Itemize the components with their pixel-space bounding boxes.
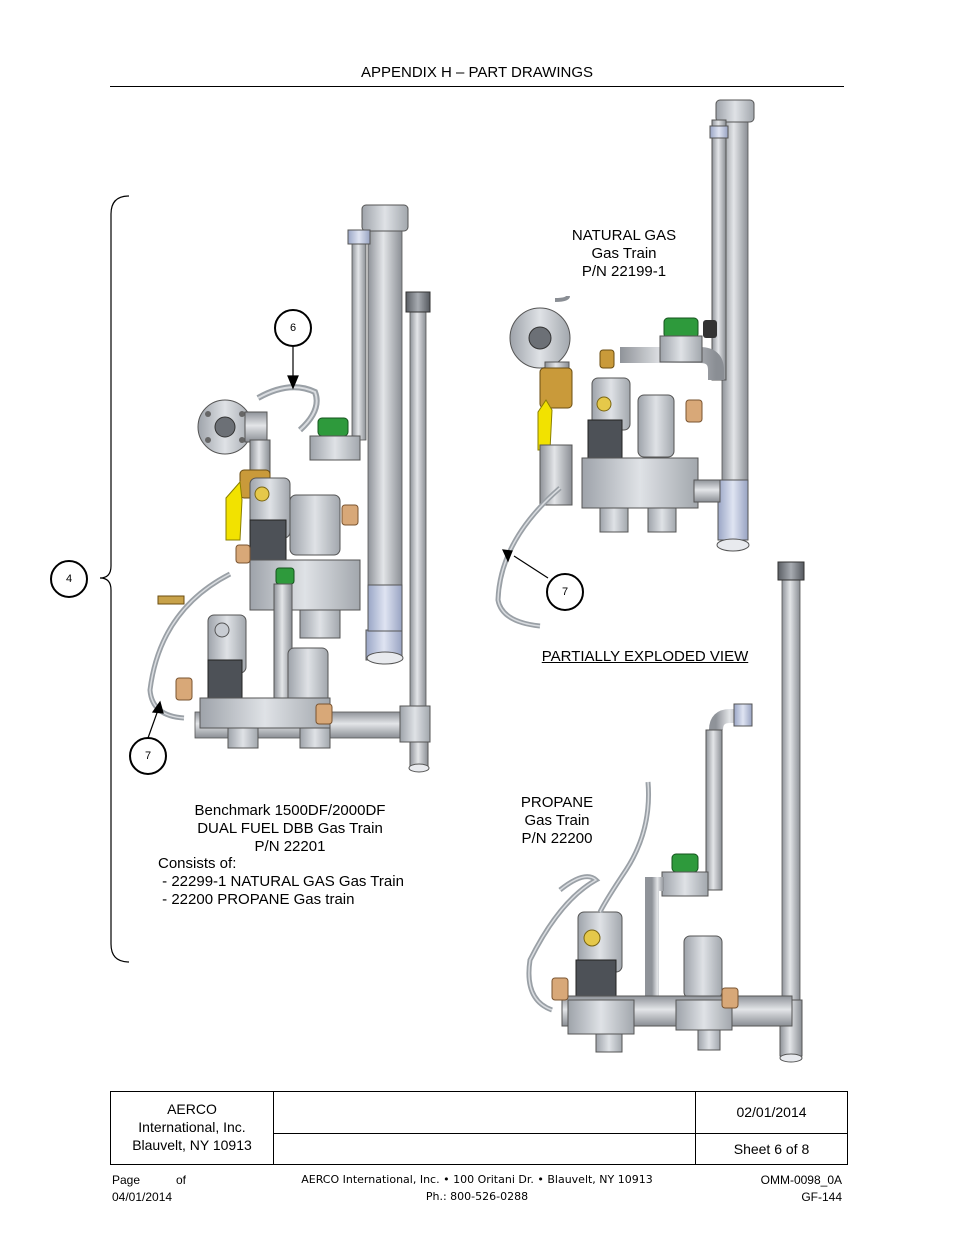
consists-item: - 22299-1 NATURAL GAS Gas Train <box>158 873 404 890</box>
title-block-date: 02/01/2014 <box>696 1092 847 1134</box>
natural-gas-subtitle: Gas Train <box>591 245 657 262</box>
footer-of-label: of <box>176 1173 187 1187</box>
dual-fuel-title: Benchmark 1500DF/2000DF <box>194 802 386 819</box>
natural-gas-title: NATURAL GAS <box>571 227 677 244</box>
callout-7-left: 7 <box>129 737 167 775</box>
consists-of-block: Consists of: - 22299-1 NATURAL GAS Gas T… <box>158 855 404 909</box>
callout-6: 6 <box>274 309 312 347</box>
title-block-sheet: Sheet 6 of 8 <box>733 1141 810 1157</box>
dual-fuel-label: Benchmark 1500DF/2000DF DUAL FUEL DBB Ga… <box>170 802 410 856</box>
footer-doc-id: OMM-0098_0A <box>760 1173 842 1187</box>
callout-4: 4 <box>50 560 88 598</box>
propane-label: PROPANE Gas Train P/N 22200 <box>497 794 617 848</box>
title-block-company: AERCO International, Inc. Blauvelt, NY 1… <box>111 1092 274 1164</box>
consists-of-heading: Consists of: <box>158 855 237 872</box>
footer-date: 04/01/2014 <box>112 1190 173 1204</box>
company-location: Blauvelt, NY 10913 <box>132 1137 252 1153</box>
consists-item: - 22200 PROPANE Gas train <box>158 891 355 908</box>
natural-gas-part-number: P/N 22199-1 <box>581 263 667 280</box>
dual-fuel-subtitle: DUAL FUEL DBB Gas Train <box>197 820 383 837</box>
page-title: APPENDIX H – PART DRAWINGS <box>361 64 593 81</box>
propane-part-number: P/N 22200 <box>521 830 593 847</box>
footer-phone: Ph.: 800-526-0288 <box>425 1190 529 1203</box>
title-block: AERCO International, Inc. Blauvelt, NY 1… <box>110 1091 848 1165</box>
footer-gf-number: GF-144 <box>801 1190 842 1204</box>
propane-title: PROPANE <box>520 794 594 811</box>
dual-fuel-part-number: P/N 22201 <box>254 838 326 855</box>
header-divider <box>110 86 844 87</box>
exploded-view-label: PARTIALLY EXPLODED VIEW <box>541 648 749 665</box>
footer-page-label: Page <box>112 1173 141 1187</box>
company-name: AERCO <box>167 1101 217 1117</box>
natural-gas-label: NATURAL GAS Gas Train P/N 22199-1 <box>554 227 694 281</box>
propane-subtitle: Gas Train <box>524 812 590 829</box>
callout-7-right: 7 <box>546 573 584 611</box>
footer-address: AERCO International, Inc. • 100 Oritani … <box>301 1173 653 1186</box>
propane-assembly <box>526 561 805 1063</box>
item-4-bracket <box>99 195 130 963</box>
dual-fuel-assembly <box>147 204 431 773</box>
company-name-line2: International, Inc. <box>138 1119 246 1135</box>
natural-gas-assembly <box>495 99 755 629</box>
title-block-description-bottom <box>274 1134 696 1164</box>
title-block-description-top <box>274 1092 696 1134</box>
